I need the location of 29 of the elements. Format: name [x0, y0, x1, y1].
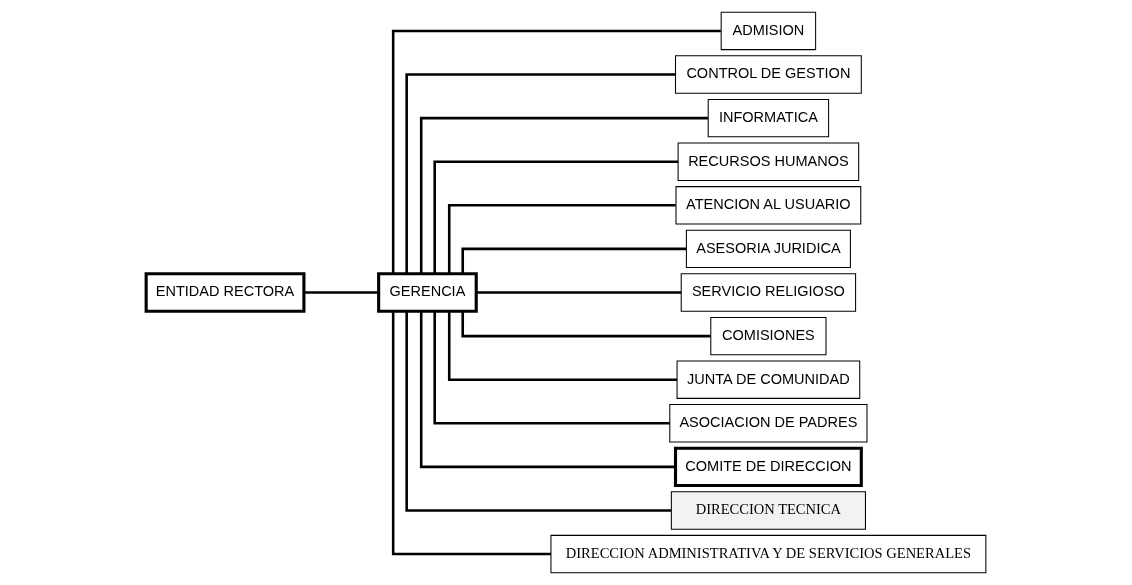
- node-box: SERVICIO RELIGIOSO: [680, 273, 857, 312]
- connector: [433, 160, 679, 274]
- node-box: INFORMATICA: [707, 98, 830, 138]
- node-box: DIRECCION ADMINISTRATIVA Y DE SERVICIOS GENERALES: [550, 534, 987, 574]
- node-box: COMISIONES: [710, 316, 827, 356]
- node-box: ADMISION: [720, 11, 817, 51]
- node-box: ASOCIACION DE PADRES: [669, 404, 868, 443]
- node-box: GERENCIA: [377, 272, 478, 313]
- connector: [405, 311, 671, 512]
- node-box: CONTROL DE GESTION: [675, 55, 862, 94]
- connector: [447, 204, 676, 274]
- connector: [476, 291, 682, 294]
- node-box: ASESORIA JURIDICA: [685, 229, 851, 269]
- connector: [405, 73, 676, 274]
- connector: [447, 311, 677, 381]
- node-box: COMITE DE DIRECCION: [673, 446, 863, 488]
- connector: [461, 311, 711, 338]
- connector: [391, 311, 551, 556]
- connector: [419, 311, 676, 469]
- connector: [433, 311, 670, 425]
- connector: [304, 291, 379, 294]
- node-box: DIRECCION TECNICA: [670, 491, 866, 530]
- connector: [391, 29, 721, 274]
- connector: [419, 116, 708, 274]
- node-box: ENTIDAD RECTORA: [144, 272, 306, 313]
- node-box: JUNTA DE COMUNIDAD: [676, 360, 861, 399]
- node-box: ATENCION AL USUARIO: [675, 186, 862, 225]
- node-box: RECURSOS HUMANOS: [677, 142, 860, 181]
- connector: [461, 247, 687, 274]
